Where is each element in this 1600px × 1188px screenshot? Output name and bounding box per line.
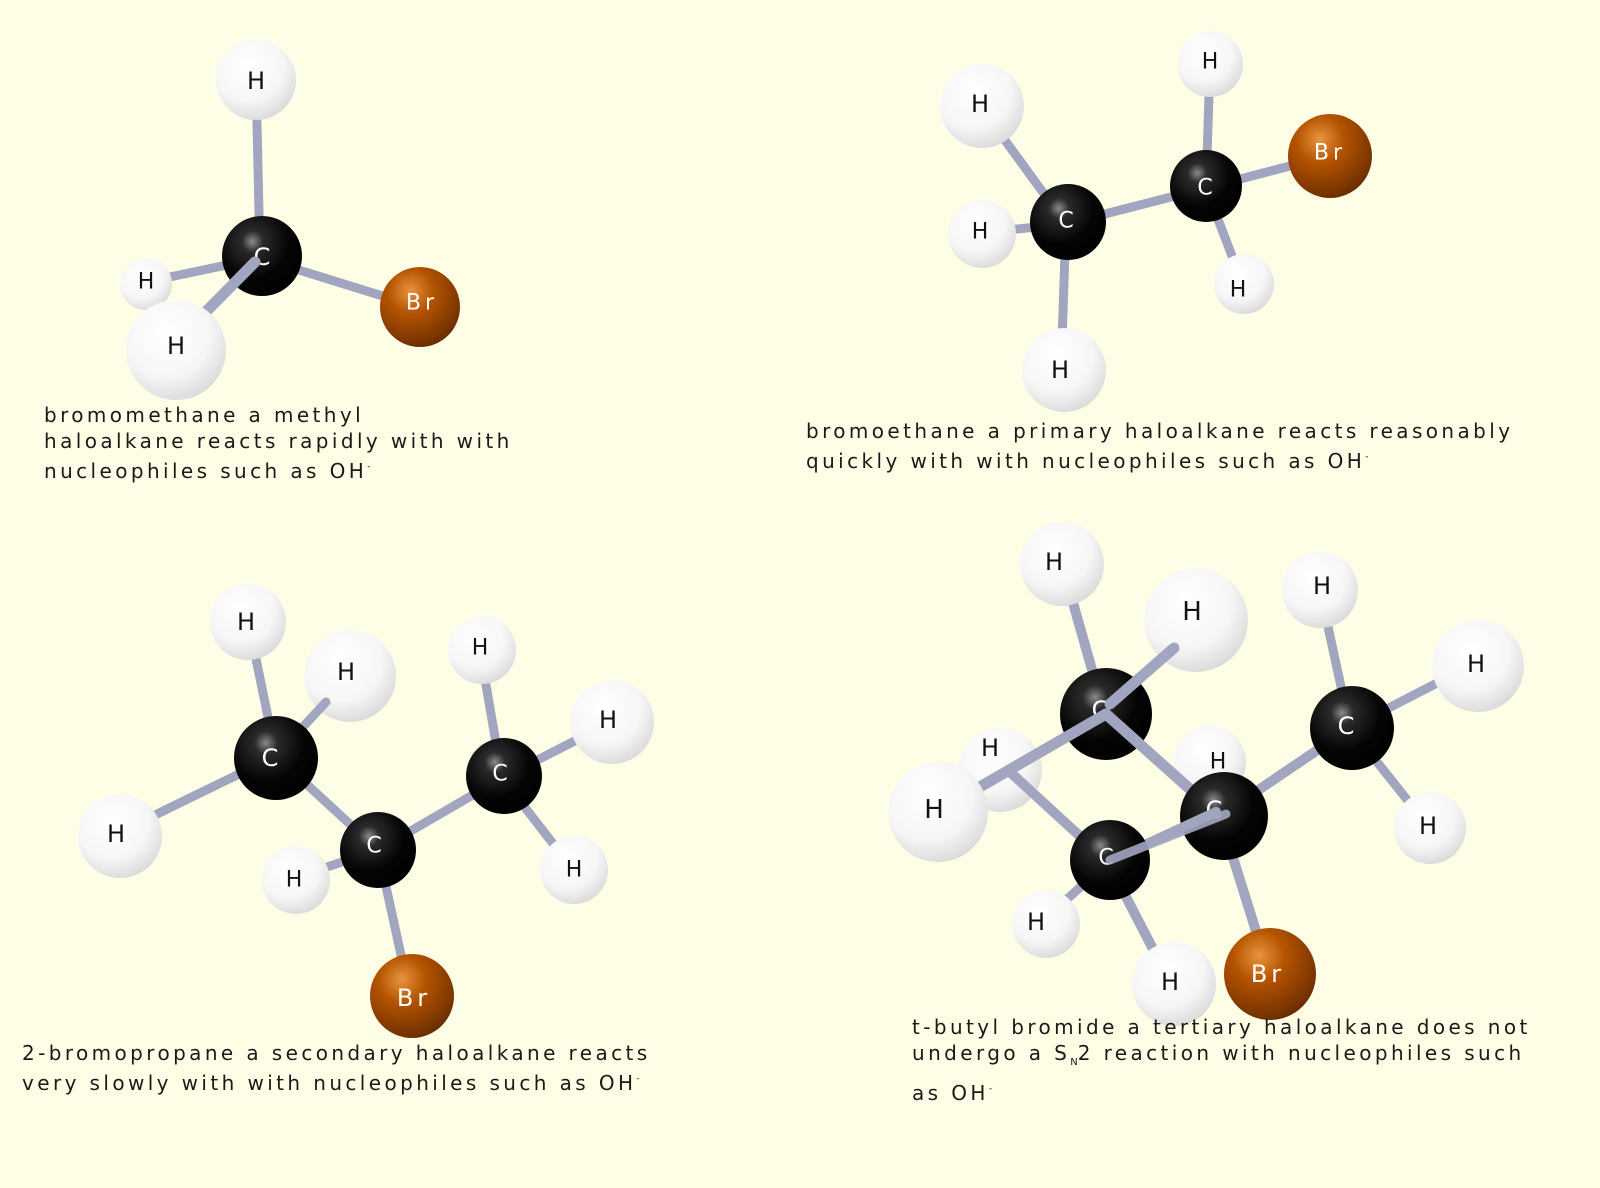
nucleophilic-subscript: N <box>1070 1057 1078 1068</box>
caption-line: haloalkane reacts rapidly with with <box>44 429 513 453</box>
caption-text: 2 reaction with nucleophiles such <box>1077 1041 1525 1065</box>
caption-text: as OH <box>912 1081 989 1105</box>
carbon-atom: C <box>1030 184 1106 260</box>
caption-2-bromopropane: 2-bromopropane a secondary haloalkane re… <box>22 1040 651 1096</box>
caption-text: nucleophiles such as OH <box>44 459 368 483</box>
caption-line: quickly with with nucleophiles such as O… <box>806 444 1513 474</box>
molecule-bromoethane: H H H H C Br C H <box>940 31 1372 412</box>
bonds <box>1039 559 1475 983</box>
hydrogen-atom: H <box>940 64 1024 148</box>
hydrogen-atom: H <box>1012 890 1080 958</box>
carbon-atom: C <box>466 738 542 814</box>
hydrogen-atom: H <box>1432 620 1524 712</box>
caption-line: as OH- <box>912 1076 1531 1106</box>
hydrogen-atom: H <box>1177 31 1243 97</box>
caption-line: undergo a SN2 reaction with nucleophiles… <box>912 1040 1531 1076</box>
bromine-atom: Br <box>380 267 460 347</box>
atoms: H H H H H H C H C H C H C H Br <box>888 522 1524 1026</box>
hydrogen-atom: H <box>216 40 296 120</box>
molecule-2-bromopropane: H H H H H C C H H C Br <box>78 584 654 1038</box>
bond <box>1104 642 1180 710</box>
caption-line: t-butyl bromide a tertiary haloalkane do… <box>912 1015 1531 1039</box>
caption-bromomethane: bromomethane a methyl haloalkane reacts … <box>44 402 513 484</box>
charge-superscript: - <box>367 462 371 472</box>
hydrogen-atom: H <box>570 680 654 764</box>
molecule-bromomethane: H H C Br H <box>120 40 460 400</box>
carbon-atom: C <box>1310 686 1394 770</box>
hydrogen-atom: H <box>1020 522 1104 606</box>
caption-text: very slowly with with nucleophiles such … <box>22 1071 637 1095</box>
caption-t-butyl-bromide: t-butyl bromide a tertiary haloalkane do… <box>912 1014 1531 1106</box>
bromine-atom: Br <box>1224 928 1316 1020</box>
atoms: H H H H C Br C H <box>940 31 1372 412</box>
carbon-atom: C <box>340 812 416 888</box>
caption-text: undergo a S <box>912 1041 1071 1065</box>
hydrogen-atom: H <box>262 846 330 914</box>
charge-superscript: - <box>1365 452 1369 462</box>
hydrogen-atom: H <box>1282 552 1358 628</box>
hydrogen-atom: H <box>78 794 162 878</box>
caption-line: very slowly with with nucleophiles such … <box>22 1066 651 1096</box>
charge-superscript: - <box>988 1084 993 1094</box>
caption-bromoethane: bromoethane a primary haloalkane reacts … <box>806 418 1513 474</box>
carbon-atom: C <box>1170 150 1242 222</box>
caption-line: nucleophiles such as OH- <box>44 454 513 484</box>
bromine-atom: Br <box>1288 114 1372 198</box>
caption-line: bromoethane a primary haloalkane reacts … <box>806 419 1514 443</box>
hydrogen-atom: H <box>888 762 988 862</box>
molecule-t-butyl-bromide: H H H H H H C H C H C H C H Br <box>888 522 1524 1026</box>
carbon-atom: C <box>234 716 318 800</box>
caption-line: 2-bromopropane a secondary haloalkane re… <box>22 1041 651 1065</box>
caption-text: quickly with with nucleophiles such as O… <box>806 449 1366 473</box>
atoms: H H C Br H <box>120 40 460 400</box>
bond <box>1105 809 1231 865</box>
hydrogen-atom: H <box>540 836 608 904</box>
caption-line: bromomethane a methyl <box>44 403 365 427</box>
bromine-atom: Br <box>370 954 454 1038</box>
hydrogen-atom: H <box>448 616 516 684</box>
hydrogen-atom: H <box>1214 254 1274 314</box>
charge-superscript: - <box>636 1074 640 1084</box>
hydrogen-atom: H <box>1022 328 1106 412</box>
hydrogen-atom: H <box>210 584 286 660</box>
hydrogen-atom: H <box>948 200 1016 268</box>
hydrogen-atom: H <box>1394 792 1466 864</box>
hydrogen-atom: H <box>126 300 226 400</box>
